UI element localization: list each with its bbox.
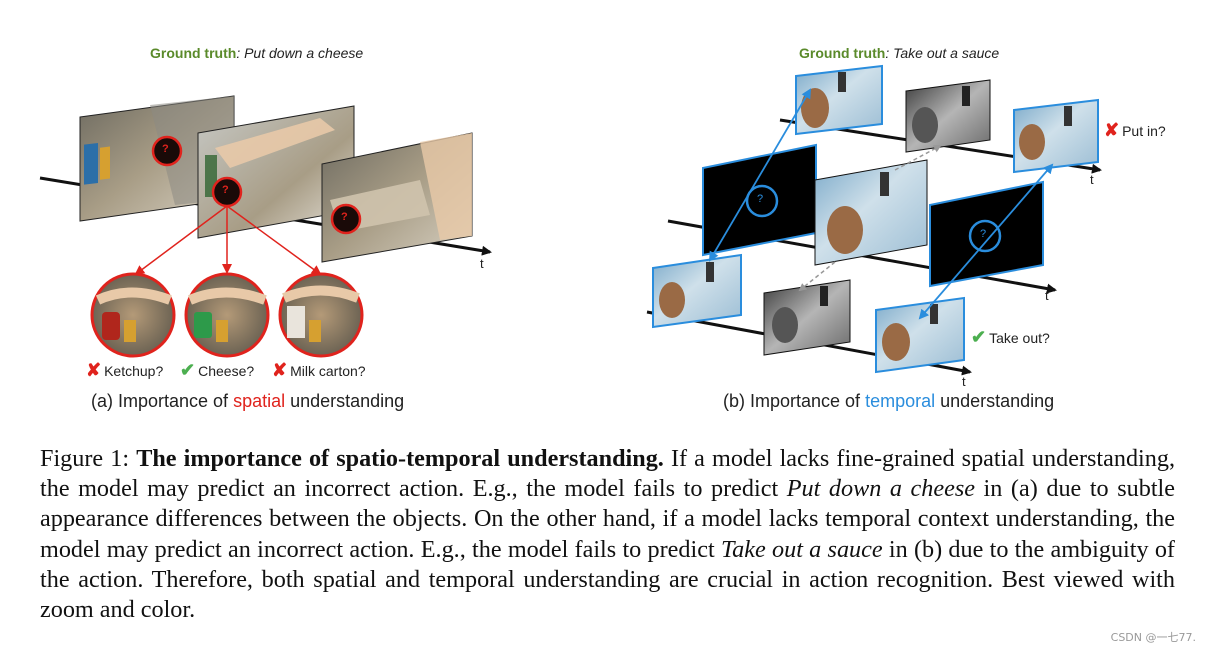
time-label-b-bottom: t xyxy=(962,374,966,389)
question-mark-a3: ? xyxy=(341,211,348,223)
panel-a-diagram xyxy=(39,95,492,358)
subcaption-a-highlight: spatial xyxy=(233,391,286,411)
subcaption-a-suffix: understanding xyxy=(285,391,405,411)
option-milk-carton: ✘Milk carton? xyxy=(272,360,366,381)
subcaption-b-highlight: temporal xyxy=(865,391,936,411)
caption-emph-1: Put down a cheese xyxy=(786,475,975,503)
blue-arrow-b2 xyxy=(918,163,1054,320)
caption-title: The importance of spatio-temporal unders… xyxy=(136,445,664,472)
option-label: Put in? xyxy=(1122,122,1166,139)
video-frame-b-mid-center xyxy=(814,159,928,266)
question-mark-a1: ? xyxy=(162,143,169,155)
caption-prefix: Figure 1: xyxy=(40,445,137,472)
gray-arrow-b1 xyxy=(894,145,942,171)
time-label-b-mid: t xyxy=(1045,288,1049,303)
figure-graphic xyxy=(39,64,1102,376)
video-frame-b-bottom3 xyxy=(875,296,965,374)
option-cheese: ✔Cheese? xyxy=(180,360,254,381)
ground-truth-b: Ground truth: Take out a sauce xyxy=(799,45,999,61)
ground-truth-a: Ground truth: Put down a cheese xyxy=(150,45,363,61)
crop-milk-carton xyxy=(278,272,364,358)
red-arrow-ketchup xyxy=(134,205,228,276)
question-mark-a2: ? xyxy=(222,184,229,196)
check-icon: ✔ xyxy=(971,327,987,347)
caption-body-2: in (a) due to subtle appearance differen… xyxy=(40,475,1175,563)
subcaption-b-prefix: (b) Importance of xyxy=(723,391,866,411)
subcaption-a-prefix: (a) Importance of xyxy=(91,391,234,411)
ground-truth-label: Ground truth xyxy=(150,45,237,61)
caption-emph-2: Take out a sauce xyxy=(720,535,883,563)
gray-arrow-b2 xyxy=(798,261,836,292)
question-mark-b2: ? xyxy=(980,228,987,240)
figure-1: Ground truth: Put down a cheese t ✘Ketch… xyxy=(39,45,1166,412)
caption-body-1: If a model lacks fine-grained spatial un… xyxy=(40,445,1176,503)
question-circle xyxy=(151,135,183,167)
subcaption-a: (a) Importance of spatial understanding xyxy=(91,391,404,412)
option-take-out: ✔Take out? xyxy=(971,327,1050,348)
red-arrow-milk xyxy=(226,205,322,276)
video-frame-a3 xyxy=(321,132,473,263)
option-label: Ketchup? xyxy=(104,362,164,379)
ground-truth-text: : Take out a sauce xyxy=(885,45,1000,61)
cross-icon: ✘ xyxy=(86,360,102,380)
video-frame-b-mid-dark2 xyxy=(929,180,1044,288)
question-circle xyxy=(330,203,362,235)
option-label: Cheese? xyxy=(198,362,255,379)
caption-body-3: in (b) due to the ambiguity of the actio… xyxy=(40,535,1175,624)
crop-cheese xyxy=(184,272,270,358)
ground-truth-text: : Put down a cheese xyxy=(236,45,364,61)
option-label: Take out? xyxy=(989,329,1050,346)
subcaption-b-suffix: understanding xyxy=(935,391,1055,411)
time-label-b-top: t xyxy=(1090,172,1094,187)
cross-icon: ✘ xyxy=(272,360,288,380)
check-icon: ✔ xyxy=(180,360,196,380)
option-label: Milk carton? xyxy=(290,362,366,379)
crop-ketchup xyxy=(90,272,176,358)
video-frame-b-top2 xyxy=(905,79,991,153)
blue-arrow-b1 xyxy=(708,88,812,262)
option-ketchup: ✘Ketchup? xyxy=(86,360,163,381)
time-label-a: t xyxy=(480,256,484,271)
question-mark-b1: ? xyxy=(757,193,764,205)
cross-icon: ✘ xyxy=(1104,120,1120,140)
ground-truth-label: Ground truth xyxy=(799,45,886,61)
option-put-in: ✘Put in? xyxy=(1104,120,1166,141)
subcaption-b: (b) Importance of temporal understanding xyxy=(723,391,1054,412)
video-frame-b-top3 xyxy=(1013,98,1099,174)
watermark: CSDN @一七77. xyxy=(1110,631,1196,644)
video-frame-b-bottom2 xyxy=(763,279,851,356)
video-frame-b-top1 xyxy=(795,64,883,136)
video-frame-b-bottom1 xyxy=(652,253,742,329)
figure-caption: Figure 1: The importance of spatio-tempo… xyxy=(40,444,1175,625)
panel-b-diagram xyxy=(646,64,1102,376)
